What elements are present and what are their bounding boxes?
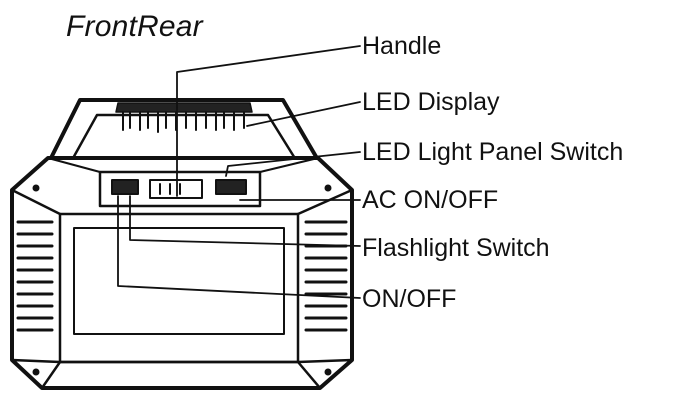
callout-ac-on-off: AC ON/OFF — [362, 186, 499, 214]
on-off-button — [111, 179, 139, 195]
ac-button — [215, 179, 247, 195]
leader-lines — [117, 45, 361, 299]
left-vent — [16, 220, 54, 332]
control-strip — [111, 179, 247, 199]
callout-handle: Handle — [362, 32, 442, 60]
handle-shape — [48, 98, 320, 162]
right-vent — [304, 220, 348, 332]
callout-led-display: LED Display — [362, 88, 500, 116]
led-display-window — [149, 179, 203, 199]
unit-body — [10, 156, 354, 390]
callout-on-off: ON/OFF — [362, 285, 457, 313]
callout-flashlight-switch: Flashlight Switch — [362, 234, 550, 262]
callout-led-light-panel-switch: LED Light Panel Switch — [362, 138, 624, 166]
corner-screws — [32, 184, 332, 376]
diagram-title: FrontRear — [66, 10, 203, 43]
